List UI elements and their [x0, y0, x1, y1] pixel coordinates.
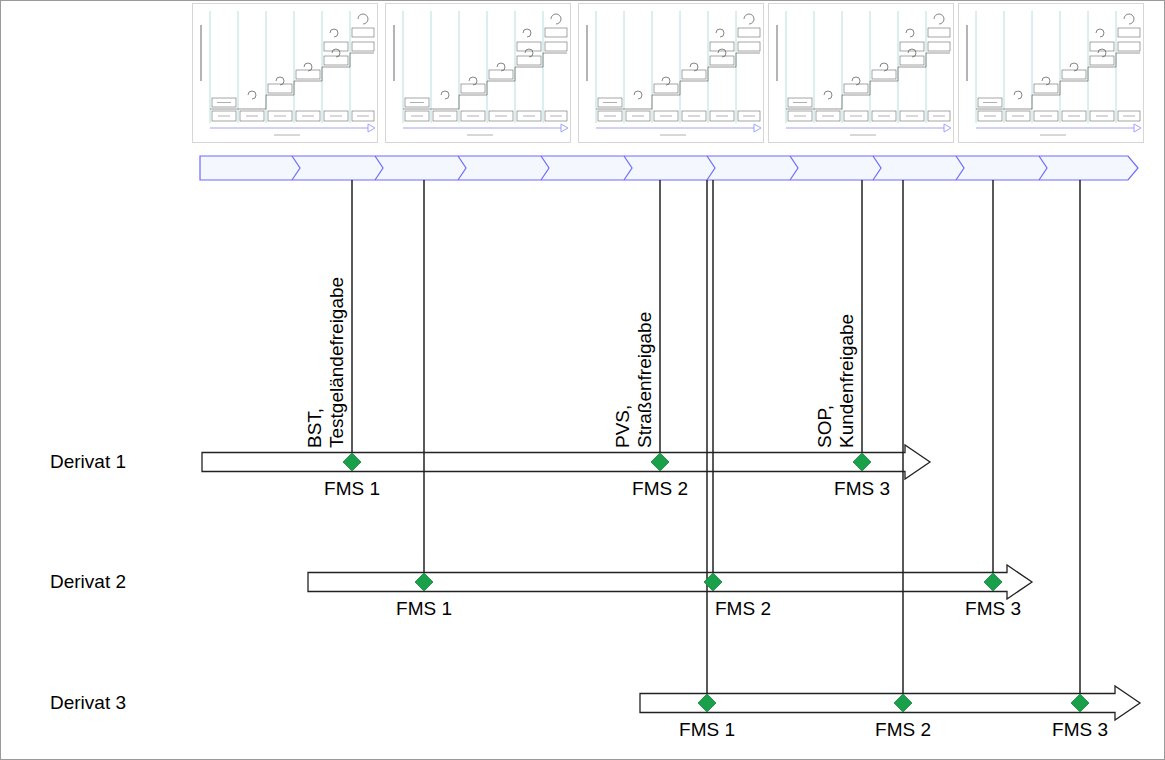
sprint-thumbnail	[959, 4, 1144, 143]
milestone-diamond: FMS 2	[704, 573, 722, 591]
milestone-label: FMS 2	[632, 478, 688, 500]
release-label: PVS, Straßenfreigabe	[612, 312, 656, 448]
diamond-fill	[984, 573, 1002, 591]
diamond-shape	[698, 694, 716, 712]
milestone-diamond: FMS 2	[651, 453, 669, 471]
milestone-label-holder: FMS 3	[1052, 719, 1108, 741]
milestone-label: FMS 1	[324, 478, 380, 500]
release-label-holder: BST, Testgeländefreigabe	[304, 277, 348, 448]
arrow-outline	[308, 565, 1032, 599]
derivative-label-holder: Derivat 3	[50, 692, 126, 714]
diamond-shape	[853, 453, 871, 471]
diamond-fill	[651, 453, 669, 471]
milestone-label: FMS 1	[396, 598, 452, 620]
milestone-diamond: FMS 1	[698, 694, 716, 712]
derivative-label: Derivat 1	[50, 451, 126, 473]
derivative-arrow: Derivat 3FMS 1FMS 2FMS 3	[640, 686, 1140, 720]
diamond-fill	[853, 453, 871, 471]
milestone-label: FMS 2	[715, 598, 771, 620]
sprint-thumbnail	[193, 4, 378, 143]
diamond-shape	[894, 694, 912, 712]
milestone-label: FMS 3	[965, 598, 1021, 620]
derivative-label: Derivat 2	[50, 571, 126, 593]
diamond-fill	[1071, 694, 1089, 712]
milestone-label-holder: FMS 3	[834, 478, 890, 500]
diamond-shape	[343, 453, 361, 471]
diamond-fill	[704, 573, 722, 591]
milestone-label-holder: FMS 2	[715, 598, 771, 620]
diamond-shape	[984, 573, 1002, 591]
sprint-thumbnail	[386, 4, 571, 143]
arrow-outline	[202, 445, 930, 479]
band-chevrons	[292, 156, 1047, 180]
derivative-label-holder: Derivat 2	[50, 571, 126, 593]
milestone-label-holder: FMS 1	[324, 478, 380, 500]
diamond-shape	[1071, 694, 1089, 712]
milestone-diamond: FMS 3	[853, 453, 871, 471]
release-label-holder: SOP, Kundenfreigabe	[814, 314, 858, 448]
milestone-label-holder: FMS 1	[679, 719, 735, 741]
milestone-label: FMS 2	[875, 719, 931, 741]
milestone-diamond: FMS 3	[1071, 694, 1089, 712]
diamond-fill	[894, 694, 912, 712]
milestone-diamond: FMS 3	[984, 573, 1002, 591]
release-label: BST, Testgeländefreigabe	[304, 277, 348, 448]
diamond-fill	[415, 573, 433, 591]
arrow-outline	[640, 686, 1140, 720]
milestone-label-holder: FMS 3	[965, 598, 1021, 620]
release-label-holder: PVS, Straßenfreigabe	[612, 312, 656, 448]
derivative-label: Derivat 3	[50, 692, 126, 714]
derivative-label-holder: Derivat 1	[50, 451, 126, 473]
milestone-diamond: FMS 2	[894, 694, 912, 712]
diamond-shape	[415, 573, 433, 591]
milestone-label-holder: FMS 1	[396, 598, 452, 620]
diamond-shape	[704, 573, 722, 591]
milestone-lines	[352, 180, 1080, 694]
milestone-diamond: FMS 1	[343, 453, 361, 471]
release-label: SOP, Kundenfreigabe	[814, 314, 858, 448]
diamond-fill	[343, 453, 361, 471]
milestone-diamond: FMS 1	[415, 573, 433, 591]
diamond-fill	[698, 694, 716, 712]
milestone-label-holder: FMS 2	[875, 719, 931, 741]
milestone-label: FMS 1	[679, 719, 735, 741]
derivative-arrow: Derivat 2FMS 1FMS 2FMS 3	[308, 565, 1032, 599]
arrow-shape	[202, 445, 930, 479]
milestone-label-holder: FMS 2	[632, 478, 688, 500]
milestone-label: FMS 3	[834, 478, 890, 500]
diamond-shape	[651, 453, 669, 471]
milestone-label: FMS 3	[1052, 719, 1108, 741]
sprint-thumbnail	[769, 4, 954, 143]
sprint-thumbnail	[579, 4, 764, 143]
process-band	[200, 156, 1138, 180]
derivative-arrow: Derivat 1FMS 1FMS 2FMS 3	[202, 445, 930, 479]
